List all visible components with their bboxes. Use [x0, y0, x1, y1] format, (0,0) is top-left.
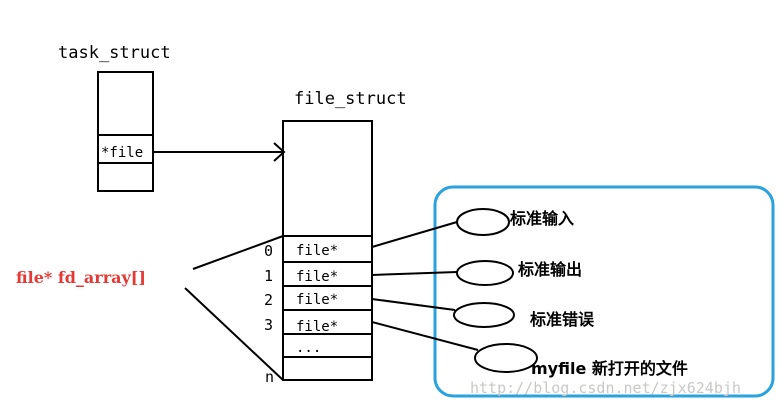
task-struct-label: task_struct	[58, 43, 171, 63]
slot-index: n	[265, 368, 274, 386]
file-object	[453, 302, 515, 328]
slot-entry: file*	[296, 292, 338, 308]
slot-ellipsis: ...	[296, 340, 321, 356]
open-files-container	[433, 185, 775, 398]
watermark: http://blog.csdn.net/zjx624bjh	[470, 379, 741, 397]
slot-entry: file*	[296, 319, 338, 335]
slot-entry: file*	[296, 243, 338, 259]
file-struct-box	[282, 120, 373, 381]
slot-index: 1	[264, 267, 273, 285]
file-pointer-arrow	[153, 142, 286, 162]
file-object	[474, 343, 538, 373]
file-object	[456, 208, 510, 236]
file-connector-lines	[371, 221, 479, 351]
file-label: 标准输入	[509, 209, 574, 228]
file-pointer-label: *file	[101, 145, 143, 161]
file-label: 标准错误	[529, 310, 595, 329]
fd-array-pointer-lines	[184, 235, 284, 381]
slot-entry: file*	[296, 269, 338, 285]
slot-index: 2	[264, 291, 273, 309]
file-label: myfile 新打开的文件	[531, 359, 688, 378]
file-object	[456, 260, 514, 286]
slot-index: 3	[264, 316, 273, 334]
file-label: 标准输出	[517, 260, 582, 279]
file-struct-label: file_struct	[294, 89, 407, 109]
slot-index: 0	[264, 242, 273, 260]
fd-array-label: file* fd_array[]	[16, 268, 146, 287]
task-struct-box	[97, 71, 154, 192]
